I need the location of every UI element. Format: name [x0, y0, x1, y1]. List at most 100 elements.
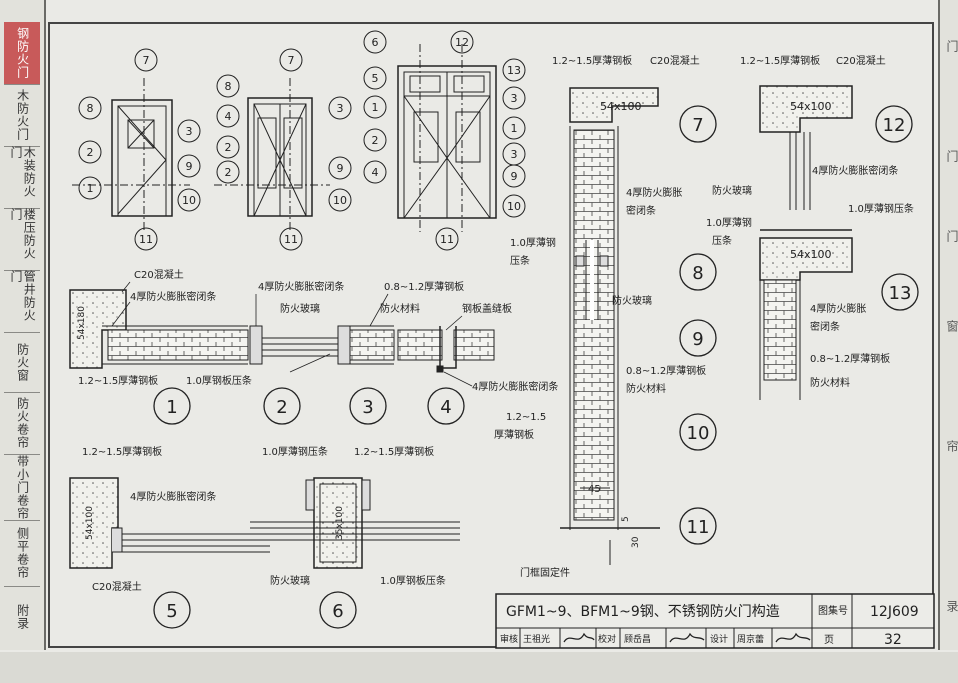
bubble-d1-r0: 3: [186, 125, 193, 138]
bubble-d2-r0: 3: [337, 102, 344, 115]
note-seal-d1: 4厚防火膨胀密闭条: [130, 290, 216, 303]
sidebar-tab-stair-door[interactable]: 楼压防火门: [4, 208, 40, 271]
dim-54x100-d7: 54x100: [600, 100, 642, 113]
bubble-d1-l0: 8: [87, 102, 94, 115]
note-sheet-d6: 1.2~1.5厚薄钢板: [354, 445, 434, 458]
title-block: [495, 593, 935, 649]
note-c20-d5: C20混凝土: [92, 580, 142, 593]
bubble-d3-top-left: 6: [372, 36, 379, 49]
door-elevation-2: [214, 78, 330, 232]
note-glass-d12: 防火玻璃: [712, 184, 752, 197]
note-seal-d4: 4厚防火膨胀密闭条: [472, 380, 558, 393]
design-name: 周京蕾: [737, 633, 764, 645]
detail-number-9: 9: [692, 329, 703, 350]
bubble-d3-r4: 9: [511, 170, 518, 183]
note-sheet-d12: 1.2~1.5厚薄钢板: [740, 54, 820, 67]
note-glass-d6: 防火玻璃: [270, 574, 310, 587]
bubble-d3-l1: 1: [372, 101, 379, 114]
sidebar-tab-fire-window[interactable]: 防火窗: [4, 332, 40, 393]
bubble-d3-l3: 4: [372, 166, 379, 179]
detail-number-1: 1: [166, 397, 177, 418]
check-name: 顾岳昌: [624, 633, 651, 645]
note-press-d6b: 1.0厚钢板压条: [380, 574, 446, 587]
note-seam-plate-d4: 钢板盖缝板: [462, 302, 512, 315]
bubble-d2-l2: 2: [225, 141, 232, 154]
sidebar-tab-steel-door[interactable]: 钢防火门: [4, 22, 40, 85]
sidebar-tab-wood-door[interactable]: 木防火门: [4, 84, 40, 147]
detail-number-2: 2: [276, 397, 287, 418]
title-block-title: GFM1~9、BFM1~9钢、不锈钢防火门构造: [506, 604, 780, 620]
note-seal-d13b: 密闭条: [810, 320, 840, 333]
bubble-d3-l2: 2: [372, 134, 379, 147]
bubble-d3-l0: 5: [372, 72, 379, 85]
vertical-section: [560, 87, 660, 565]
note-glass-d2: 防火玻璃: [280, 302, 320, 315]
bubble-d2-l3: 2: [225, 166, 232, 179]
note-press-d13: 1.0厚薄钢压条: [848, 202, 914, 215]
sidebar-tab-label: 木防火门: [15, 89, 30, 141]
sidebar-tab-decor-wood-door[interactable]: 木装防火门: [4, 146, 40, 209]
detail-number-10: 10: [687, 423, 710, 444]
door-elevation-3: [397, 44, 497, 232]
sidebar-tab-label: 管井防火门: [9, 270, 37, 322]
note-sheet-d10a: 1.2~1.5: [506, 412, 546, 423]
drawing-frame: [48, 22, 934, 648]
note-seal-d12: 4厚防火膨胀密闭条: [812, 164, 898, 177]
bubble-d1-top: 7: [143, 54, 150, 67]
sidebar-tab-fire-shutter[interactable]: 防火卷帘: [4, 392, 40, 455]
bubble-d2-r2: 10: [333, 194, 347, 207]
bubble-d3-r2: 1: [511, 122, 518, 135]
detail-number-5: 5: [166, 601, 177, 622]
design-signature: [775, 632, 811, 643]
sidebar-tab-shaft-door[interactable]: 管井防火门: [4, 270, 40, 333]
sidebar-tab-label: 木装防火门: [9, 146, 37, 198]
bubble-d2-bottom: 11: [284, 233, 298, 246]
note-sheet-d7: 1.2~1.5厚薄钢板: [552, 54, 632, 67]
sidebar-tab-shutter-small-door[interactable]: 带小门卷帘: [4, 454, 40, 521]
bubble-d3-r1: 3: [511, 92, 518, 105]
dim-5: 5: [621, 516, 631, 522]
note-seal-d2: 4厚防火膨胀密闭条: [258, 280, 344, 293]
dim-30: 30: [631, 536, 641, 548]
detail-number-8: 8: [692, 263, 703, 284]
sidebar-tab-label: 防火窗: [15, 342, 30, 382]
note-frame-fix: 门框固定件: [520, 566, 570, 579]
bubble-d2-l1: 4: [225, 110, 232, 123]
bubble-d1-bottom: 11: [139, 233, 153, 246]
door-elevation-1: [72, 78, 190, 232]
atlas-number: 12J609: [870, 604, 919, 620]
sidebar-tab-side-shutter[interactable]: 侧平卷帘: [4, 520, 40, 587]
note-press-d8a: 1.0厚薄钢: [510, 236, 556, 249]
review-signature: [563, 632, 595, 643]
note-fire-mat-d13: 防火材料: [810, 376, 850, 389]
design-label: 设计: [710, 633, 728, 645]
section-row-1-4: [69, 289, 495, 373]
dim-45: 45: [588, 484, 601, 495]
sidebar-tab-label: 楼压防火门: [9, 208, 37, 260]
dim-54x180: 54x180: [77, 306, 87, 340]
bubble-d1-l2: 1: [87, 182, 94, 195]
sidebar-tab-appendix[interactable]: 附录: [4, 586, 40, 648]
detail-number-7: 7: [692, 115, 703, 136]
sidebar-tab-label: 侧平卷帘: [15, 527, 30, 579]
dim-35x100: 35x100: [335, 506, 345, 540]
bubble-d3-r0: 13: [507, 64, 521, 77]
note-c20-d12: C20混凝土: [836, 54, 886, 67]
detail-number-11: 11: [687, 517, 710, 538]
detail-number-3: 3: [362, 397, 373, 418]
note-sheet-d3: 0.8~1.2厚薄钢板: [384, 280, 464, 293]
detail-number-12: 12: [883, 115, 906, 136]
page-label: 页: [824, 634, 834, 646]
bubble-d3-bottom: 11: [440, 233, 454, 246]
sidebar-tab-label: 附录: [15, 604, 30, 630]
sidebar-tab-label: 防火卷帘: [15, 397, 30, 449]
page-number: 32: [884, 632, 902, 648]
note-seal-d5: 4厚防火膨胀密闭条: [130, 490, 216, 503]
note-sheet-d1: 1.2~1.5厚薄钢板: [78, 374, 158, 387]
construction-drawing: 7 8 2 1 3 9 10 11 7 8 4 2 2 3 9 10 11 6 …: [69, 30, 935, 649]
note-press-d6: 1.0厚薄钢压条: [262, 445, 328, 458]
note-press-d8b: 压条: [510, 254, 530, 267]
check-label: 校对: [598, 633, 616, 645]
bubble-d1-l1: 2: [87, 146, 94, 159]
category-sidebar: 钢防火门 木防火门 木装防火门 楼压防火门 管井防火门 防火窗 防火卷帘 带小门…: [0, 0, 46, 650]
